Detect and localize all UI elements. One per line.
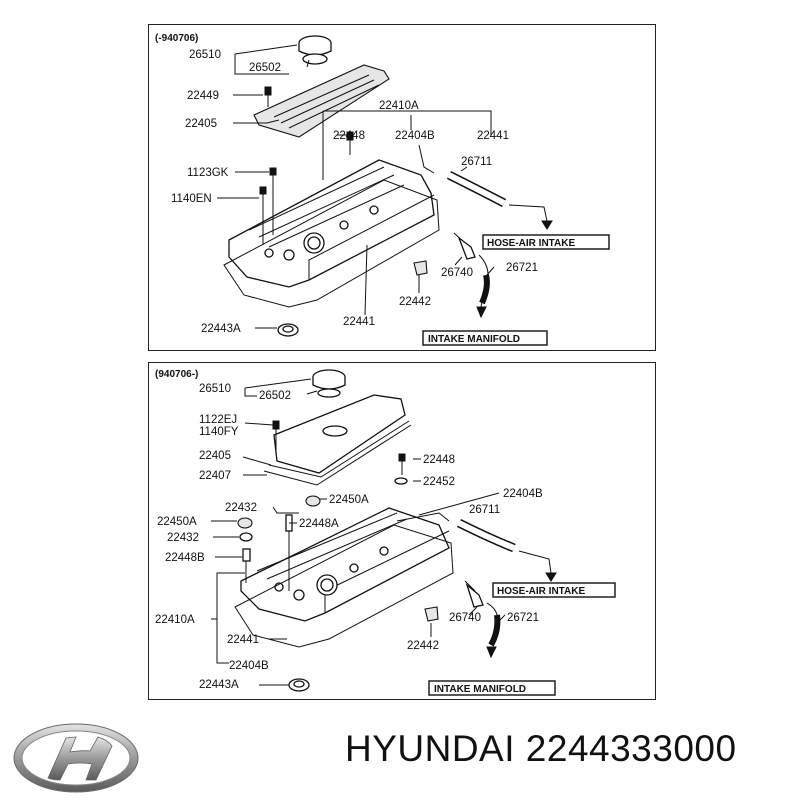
hose-air-intake-label: HOSE-AIR INTAKE [487,238,575,249]
part-label: 26510 [189,49,221,61]
part-label: 26711 [469,504,500,516]
part-label: 22449 [187,90,219,102]
part-label: 22448 [333,130,365,142]
pcv-valve [457,236,476,260]
intake-manifold-label: INTAKE MANIFOLD [434,684,526,695]
valve-cover-gasket [234,524,454,648]
part-label: 22450A [329,494,369,506]
part-label: 22442 [399,296,431,308]
washer [394,477,408,485]
brand-part-number: HYUNDAI 2244333000 [345,728,737,769]
hose-air-intake-label: HOSE-AIR INTAKE [497,586,585,597]
part-label: 26721 [506,262,538,274]
part-label: 26502 [249,62,281,74]
part-label: 22443A [201,323,241,335]
part-label: 1140FY [199,426,239,438]
part-label: 1140EN [171,193,212,205]
part-label: 22441 [343,316,375,328]
valve-cover-gasket [223,179,440,308]
part-label: 26740 [449,612,481,624]
valve-cover-plate [253,64,390,138]
part-label: 22441 [477,130,509,142]
engine-cover [268,394,410,478]
valve-cover [240,507,450,622]
panel-header: (-940706) [155,33,198,44]
bolt [259,86,354,245]
part-label: 22452 [423,476,455,488]
part-label: 22404B [229,660,269,672]
panel-header: (940706-) [155,369,198,380]
part-label: 22448B [165,552,205,564]
oil-filler-cap [298,35,332,65]
part-label: 22450A [157,516,197,528]
part-label: 22410A [379,100,419,112]
hyundai-logo-icon [13,723,139,793]
part-label: 22405 [199,450,231,462]
part-label: 1122EJ [199,414,237,426]
part-label: 22442 [407,640,439,652]
part-label: 22410A [155,614,195,626]
part-label: 26510 [199,383,231,395]
intake-manifold-label: INTAKE MANIFOLD [428,334,520,345]
diagram-top-svg: (-940706) [155,33,610,346]
nut [305,495,321,507]
valve-cover [228,159,435,288]
part-label: 22404B [503,488,543,500]
part-label: 22448A [299,518,339,530]
part-label: 22404B [395,130,435,142]
part-label: 22432 [167,532,199,544]
part-label: 22432 [225,502,257,514]
part-label: 22441 [227,634,259,646]
pcv-valve [465,583,484,608]
part-label: 22443A [199,679,239,691]
part-label: 26711 [461,156,492,168]
part-label: 26502 [259,390,291,402]
part-label: 26721 [507,612,539,624]
part-label: 22448 [423,454,455,466]
diagram-panel-bottom: (940706-) [148,362,656,700]
part-label: 26740 [441,267,473,279]
diagram-bottom-svg: (940706-) [155,369,616,696]
oil-filler-cap [312,369,346,398]
part-label: 22407 [199,470,231,482]
part-label: 1123GK [187,167,229,179]
part-label: 22405 [185,118,217,130]
diagram-panel-top: (-940706) [148,24,656,351]
clip [424,606,439,622]
clip [413,260,428,276]
